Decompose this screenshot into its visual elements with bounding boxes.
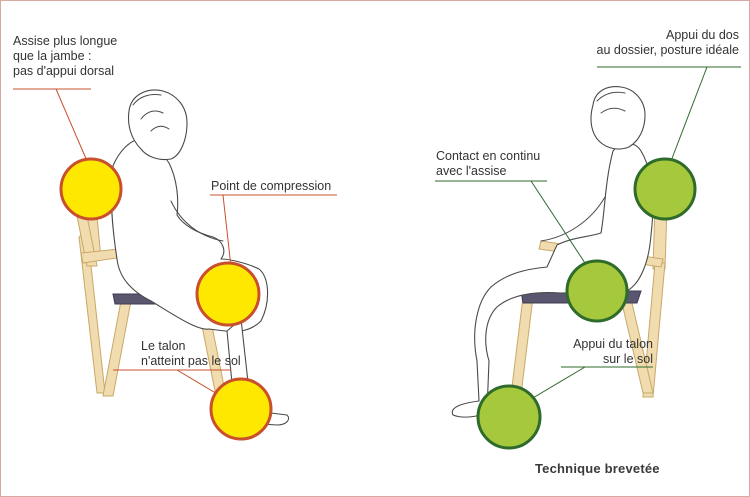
left-backrest-leader [55,88,88,162]
left-marker-compression [195,261,261,327]
left-chair-back-leg-2 [102,300,132,397]
patent-caption: Technique brevetée [535,461,660,476]
label-left-compression: Point de compression [211,179,331,194]
left-marker-heel [209,377,273,441]
right-marker-heel [476,384,542,450]
label-left-backrest-line-2: que la jambe : [13,49,92,63]
left-person-hair [132,94,170,132]
label-left-heel-line-1: Le talon [141,339,186,353]
right-marker-back [633,157,697,221]
label-left-heel: Le talon n'atteint pas le sol [141,339,241,369]
label-left-heel-line-2: n'atteint pas le sol [141,354,241,368]
label-left-backrest-line-1: Assise plus longue [13,34,118,48]
right-back-leader [670,66,708,162]
label-right-seat: Contact en continu avec l'assise [436,149,540,179]
label-right-back-line-1: Appui du dos [666,28,739,42]
label-left-backrest: Assise plus longue que la jambe : pas d'… [13,34,117,79]
left-person-arm [170,200,224,242]
label-right-back-line-2: au dossier, posture idéale [596,43,739,57]
right-marker-seat [565,259,629,323]
label-right-seat-line-1: Contact en continu [436,149,541,163]
left-markers [59,157,273,441]
right-markers [476,157,697,450]
label-left-backrest-line-3: pas d'appui dorsal [13,64,115,78]
label-right-seat-line-2: avec l'assise [436,164,507,178]
label-right-back: Appui du dos au dossier, posture idéale [597,28,739,58]
left-marker-backrest [59,157,123,221]
label-left-compression-text: Point de compression [211,179,332,193]
right-person-arm [540,196,606,242]
right-person-hair [596,91,626,114]
right-annotation-lines [435,66,741,406]
label-right-heel: Appui du talon sur le sol [573,337,653,367]
left-figure-and-chair [74,89,290,426]
right-chair-front-leg [510,296,534,396]
left-annotation-lines [13,88,337,402]
label-right-heel-line-2: sur le sol [602,352,653,366]
left-person-head [127,89,188,161]
label-right-heel-line-1: Appui du talon [573,337,653,351]
left-compression-leader [222,194,232,268]
right-person-body [451,142,654,418]
right-figure-and-chair [451,86,668,418]
right-seat-leader [530,180,586,264]
right-person-head [590,86,646,150]
